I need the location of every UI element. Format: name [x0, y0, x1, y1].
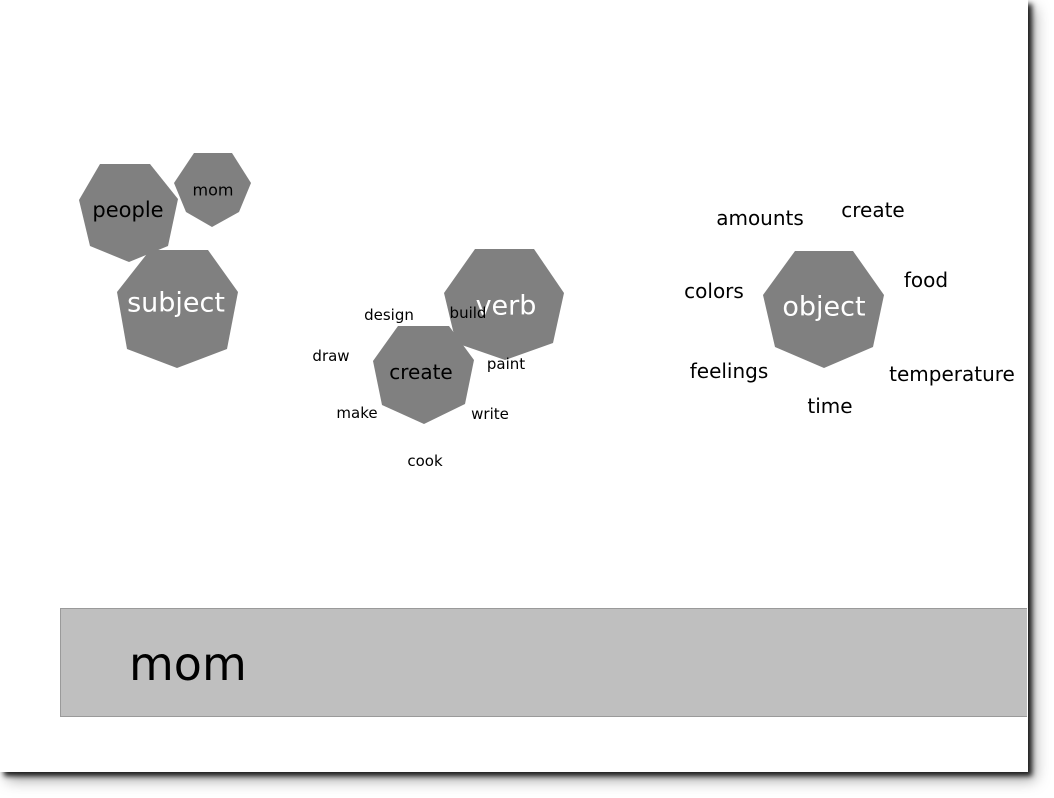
verb-option-make[interactable]: make — [336, 404, 377, 422]
verb-option-draw[interactable]: draw — [312, 347, 349, 365]
mom-node-shape[interactable] — [174, 153, 251, 227]
subject-group: people mom subject — [79, 153, 251, 368]
verb-hub-shape[interactable] — [444, 249, 564, 360]
object-hub-shape[interactable] — [763, 251, 884, 368]
verb-option-build[interactable]: build — [450, 304, 487, 322]
verb-option-paint[interactable]: paint — [487, 355, 525, 373]
object-group: object amounts create colors food feelin… — [684, 198, 1015, 418]
create-node-shape[interactable] — [373, 326, 474, 424]
object-option-amounts[interactable]: amounts — [716, 206, 804, 230]
sentence-bar: mom — [60, 608, 1027, 717]
object-option-temperature[interactable]: temperature — [889, 362, 1015, 386]
object-option-feelings[interactable]: feelings — [690, 359, 769, 383]
create-node-label[interactable]: create — [389, 360, 453, 384]
subject-hub-label[interactable]: subject — [127, 288, 225, 319]
object-option-time[interactable]: time — [807, 394, 852, 418]
verb-option-cook[interactable]: cook — [407, 452, 443, 470]
object-hub-label[interactable]: object — [782, 292, 865, 323]
people-node-label[interactable]: people — [92, 198, 163, 222]
verb-option-write[interactable]: write — [471, 405, 509, 423]
subject-hub-shape[interactable] — [117, 250, 238, 368]
verb-group: verb create design build draw paint make… — [312, 249, 564, 470]
people-node-shape[interactable] — [79, 164, 178, 262]
word-canvas: people mom subject verb create design bu… — [79, 153, 1015, 470]
verb-hub-label[interactable]: verb — [476, 291, 537, 322]
object-option-create[interactable]: create — [841, 198, 905, 222]
verb-option-design[interactable]: design — [364, 306, 414, 324]
app-window: people mom subject verb create design bu… — [60, 153, 1027, 717]
mom-node-label[interactable]: mom — [193, 181, 234, 200]
sentence-text: mom — [129, 637, 247, 691]
object-option-colors[interactable]: colors — [684, 279, 744, 303]
object-option-food[interactable]: food — [904, 268, 948, 292]
